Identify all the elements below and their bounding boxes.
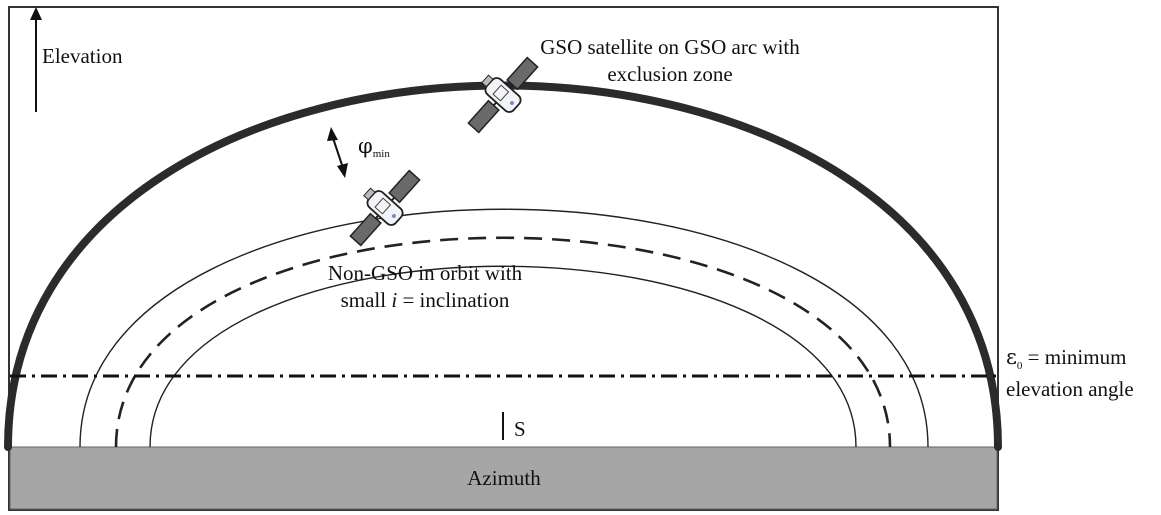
epsilon-symbol: ε — [1006, 345, 1017, 369]
eps-text-line1: = minimum — [1022, 345, 1127, 369]
gso-label-line2: exclusion zone — [607, 62, 733, 86]
s-marker-label: S — [514, 417, 526, 441]
nongso-orbit-arc — [114, 236, 892, 448]
epsilon-subscript: 0 — [1016, 360, 1023, 372]
nongso-label-line2: small i = inclination — [300, 287, 550, 314]
nongso-label-suffix: = inclination — [397, 288, 510, 312]
eps-label-line2: elevation angle — [1006, 377, 1134, 401]
elevation-label: Elevation — [42, 44, 123, 68]
satellite-icon — [349, 169, 421, 247]
azimuth-label: Azimuth — [467, 466, 541, 490]
min-elevation-label: ε0 = minimum elevation angle — [1006, 343, 1134, 403]
satellite-icon — [467, 56, 539, 134]
inclination-symbol: i — [391, 288, 398, 312]
azimuth-bar — [9, 446, 998, 510]
frame-border — [8, 6, 999, 511]
nongso-label-prefix: small — [340, 288, 392, 312]
eps-label-line1: ε0 = minimum — [1006, 343, 1134, 375]
phi-symbol: φ — [358, 134, 373, 158]
nongso-satellite-label: Non-GSO in orbit with small i = inclinat… — [300, 260, 550, 314]
inner-orbit-arc — [149, 265, 857, 448]
outer-orbit-arc — [79, 208, 929, 448]
gso-satellite-label: GSO satellite on GSO arc with exclusion … — [500, 34, 840, 88]
nongso-label-line1: Non-GSO in orbit with — [327, 261, 523, 285]
phi-min-label: φmin — [358, 134, 390, 160]
phi-subscript: min — [372, 148, 390, 160]
arrow-up-icon — [30, 7, 42, 112]
double-arrow-icon — [327, 127, 348, 178]
gso-label-line1: GSO satellite on GSO arc with — [540, 35, 800, 59]
